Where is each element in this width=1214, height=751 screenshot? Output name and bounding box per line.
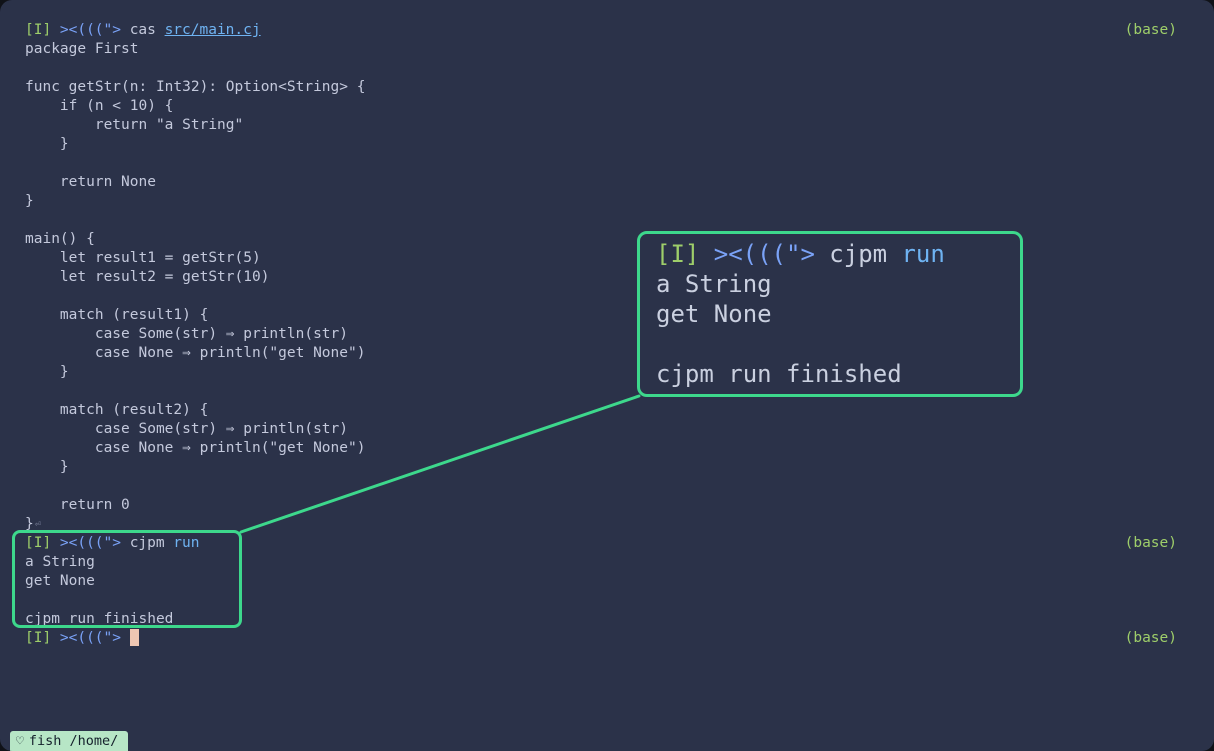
- code-line: }: [25, 459, 69, 475]
- code-line: [25, 59, 1177, 78]
- vi-mode-indicator: [I]: [25, 535, 52, 551]
- code-line: case None ⇒ println("get None"): [25, 440, 366, 456]
- fish-prompt-icon: ><(((">: [59, 630, 121, 646]
- missing-newline-icon: ⏎: [34, 519, 41, 530]
- code-line: [25, 211, 1177, 230]
- terminal-cursor: [129, 629, 139, 646]
- code-line: match (result1) {: [25, 307, 209, 323]
- fish-prompt-icon: ><(((">: [59, 535, 121, 551]
- tab-label: fish /home/: [28, 733, 119, 749]
- command-text: cas: [129, 22, 156, 38]
- code-line: }: [25, 364, 69, 380]
- vi-mode-indicator: [I]: [25, 22, 52, 38]
- code-line: case None ⇒ println("get None"): [25, 345, 366, 361]
- vi-mode-indicator: [I]: [656, 240, 700, 268]
- prompt-line-current: [I] ><((("> (base): [25, 629, 1177, 648]
- code-line: return "a String": [25, 117, 244, 133]
- code-line: main() {: [25, 231, 95, 247]
- command-arg: run: [901, 240, 945, 268]
- code-line: case Some(str) ⇒ println(str): [25, 421, 349, 437]
- code-line: case Some(str) ⇒ println(str): [25, 326, 349, 342]
- output-line: cjpm run finished: [25, 611, 174, 627]
- code-line: func getStr(n: Int32): Option<String> {: [25, 79, 366, 95]
- code-line: if (n < 10) {: [25, 98, 174, 114]
- file-path-link[interactable]: src/main.cj: [164, 22, 261, 38]
- terminal-tab[interactable]: ♡fish /home/: [10, 731, 129, 751]
- code-line: return None: [25, 174, 156, 190]
- code-line: [25, 154, 1177, 173]
- vi-mode-indicator: [I]: [25, 630, 52, 646]
- code-line: let result2 = getStr(10): [25, 269, 270, 285]
- prompt-line-view-file: [I] ><((("> cas src/main.cj (base): [25, 21, 1177, 40]
- command-text: cjpm: [129, 535, 165, 551]
- output-line: get None: [25, 573, 95, 589]
- fish-prompt-icon: ><(((">: [59, 22, 121, 38]
- output-line: [25, 591, 1177, 610]
- code-text: }: [25, 516, 34, 532]
- conda-env-badge: (base): [1124, 535, 1177, 551]
- zoom-output-line: [656, 329, 1004, 359]
- conda-env-badge: (base): [1124, 630, 1177, 646]
- command-arg: run: [173, 535, 200, 551]
- code-line: }: [25, 136, 69, 152]
- fish-prompt-icon: ><(((">: [713, 240, 815, 268]
- heart-icon: ♡: [16, 733, 24, 749]
- zoom-output-line: a String: [656, 270, 772, 298]
- code-line: match (result2) {: [25, 402, 209, 418]
- output-line: a String: [25, 554, 95, 570]
- conda-env-badge: (base): [1124, 22, 1177, 38]
- code-line: package First: [25, 41, 139, 57]
- terminal-output: [I] ><((("> cas src/main.cj (base) package F…: [25, 21, 1177, 648]
- code-line: return 0: [25, 497, 130, 513]
- command-text: cjpm: [829, 240, 888, 268]
- code-line: [25, 477, 1177, 496]
- zoom-output-line: get None: [656, 300, 772, 328]
- code-line-end: }⏎: [25, 515, 1177, 534]
- code-line: }: [25, 193, 34, 209]
- code-line: let result1 = getStr(5): [25, 250, 261, 266]
- zoom-output-line: cjpm run finished: [656, 360, 902, 388]
